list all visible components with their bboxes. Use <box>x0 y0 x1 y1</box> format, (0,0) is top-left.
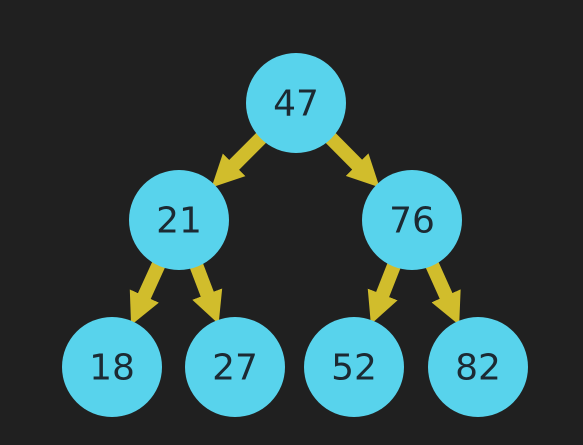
node-circle <box>129 170 229 270</box>
tree-node: 82 <box>428 317 528 417</box>
node-label: 27 <box>212 348 258 389</box>
nodes-layer: 47 21 76 18 27 52 82 <box>62 53 528 417</box>
node-label: 18 <box>89 348 135 389</box>
node-label: 21 <box>156 201 202 242</box>
node-label: 52 <box>331 348 377 389</box>
node-circle <box>185 317 285 417</box>
node-label: 47 <box>273 84 319 125</box>
node-circle <box>428 317 528 417</box>
node-circle <box>246 53 346 153</box>
node-circle <box>304 317 404 417</box>
tree-node: 76 <box>362 170 462 270</box>
tree-node: 27 <box>185 317 285 417</box>
tree-node: 47 <box>246 53 346 153</box>
node-circle <box>362 170 462 270</box>
node-label: 76 <box>389 201 435 242</box>
node-label: 82 <box>455 348 501 389</box>
node-circle <box>62 317 162 417</box>
tree-node: 21 <box>129 170 229 270</box>
tree-node: 18 <box>62 317 162 417</box>
tree-node: 52 <box>304 317 404 417</box>
